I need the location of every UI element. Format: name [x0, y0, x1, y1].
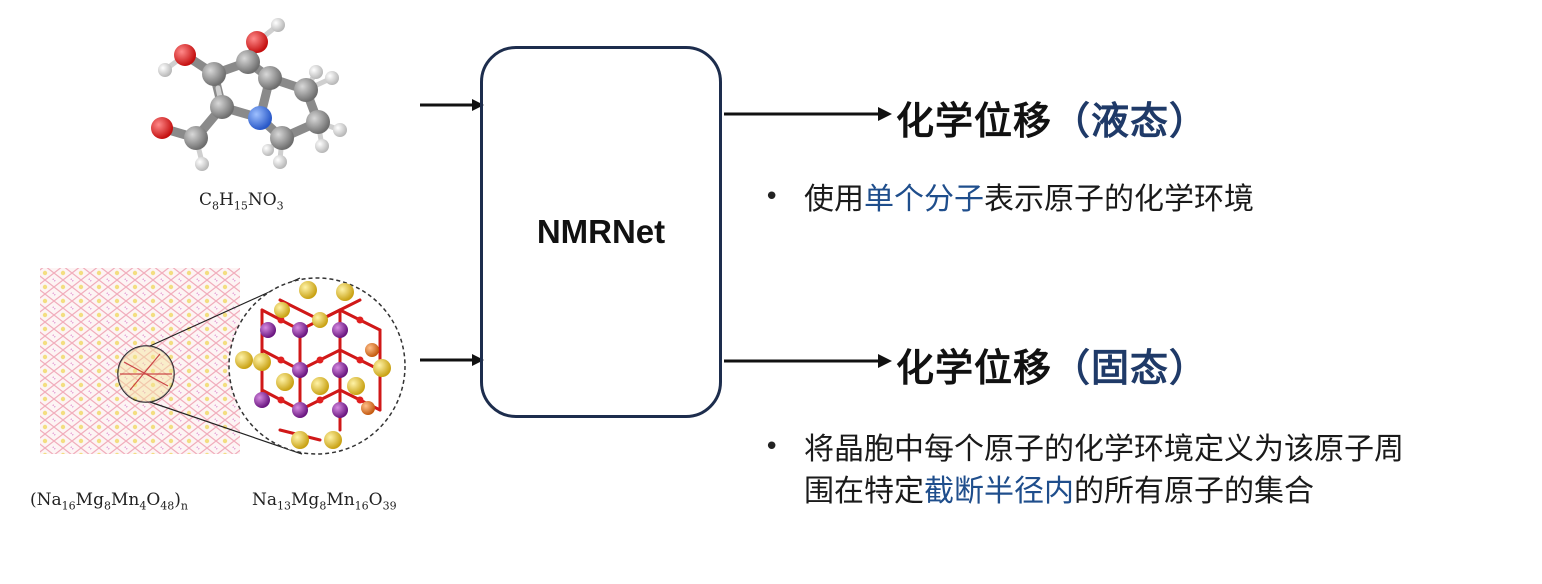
nmrnet-label: NMRNet	[536, 213, 666, 250]
input-arrow-liquid	[420, 99, 484, 111]
input-arrow-solid	[420, 354, 484, 366]
output-title-solid: 化学位移（固态）	[896, 346, 1209, 390]
highlight-cutoff-radius: 截断半径内	[924, 474, 1074, 509]
bullet-liquid: •	[764, 182, 780, 212]
unit-cell-zoom	[228, 277, 406, 455]
bullet-solid: •	[764, 432, 780, 462]
crystal-lattice	[40, 268, 240, 454]
highlight-single-molecule: 单个分子	[864, 182, 984, 217]
description-liquid: 使用单个分子表示原子的化学环境	[804, 182, 1254, 217]
crystal-bulk-formula: (Na16Mg8Mn4O48)n	[30, 490, 188, 513]
output-arrow-liquid	[724, 107, 892, 121]
description-solid: 将晶胞中每个原子的化学环境定义为该原子周 围在特定截断半径内的所有原子的集合	[804, 432, 1404, 509]
output-title-liquid: 化学位移（液态）	[896, 99, 1209, 143]
output-arrow-solid	[724, 354, 892, 368]
unit-cell-formula: Na13Mg8Mn16O39	[252, 490, 397, 513]
molecule-model	[151, 18, 347, 171]
molecule-formula: C8H15NO3	[199, 190, 284, 213]
nmrnet-box: NMRNet	[480, 46, 722, 418]
